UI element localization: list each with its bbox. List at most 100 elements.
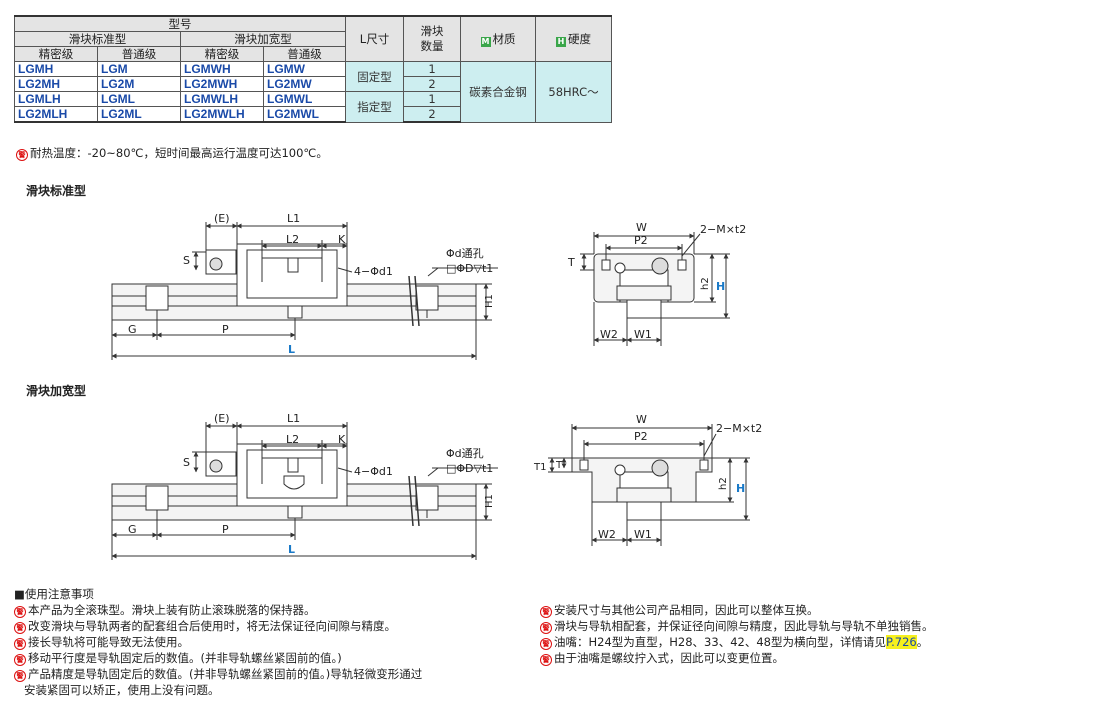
dim-h2: h2 (718, 477, 729, 490)
table-row: LG2MLH LG2ML LG2MWLH LG2MWL 2 (14, 106, 612, 123)
usage-note: 警滑块与导轨相配套，并保证径向间隙与精度，因此导轨与导轨不单独销售。 (540, 618, 934, 634)
dim-K: K (338, 233, 346, 246)
wide-side-labels: (E) L1 L2 K S 4−Φd1 Φd通孔 □ΦD▽t1 H1 G P L (128, 412, 495, 556)
dim-T: T (567, 256, 575, 269)
header-qty-text: 滑块 数量 (420, 24, 444, 53)
dim-h2: h2 (700, 277, 711, 290)
dim-L: L (288, 343, 295, 356)
model-code: LGMWLH (180, 91, 264, 107)
header-precision: 精密级 (180, 46, 264, 62)
caution-icon: 警 (14, 670, 26, 682)
model-code: LG2M (97, 76, 181, 92)
usage-title: ■使用注意事项 (14, 587, 94, 601)
model-code: LGMLH (14, 91, 98, 107)
dim-phi-d1: 4−Φd1 (354, 465, 393, 478)
period-text: 。 (916, 635, 929, 649)
model-code: LG2MWH (180, 76, 264, 92)
hardness-badge-icon: H (556, 36, 566, 47)
model-code: LG2MWL (263, 106, 346, 123)
header-qty: 滑块 数量 (403, 15, 461, 62)
dim-W: W (636, 221, 647, 234)
header-wide: 滑块加宽型 (180, 31, 346, 47)
dim-M-t2: 2−M×t2 (716, 422, 762, 435)
usage-note-text: 由于油嘴是螺纹拧入式，因此可以变更位置。 (554, 651, 784, 665)
header-hardness-text: 硬度 (568, 31, 591, 46)
dim-P: P (222, 323, 229, 336)
caution-icon: 警 (14, 638, 26, 650)
dim-E: (E) (214, 412, 230, 425)
heat-note: 警耐热温度：-20~80℃，短时间最高运行温度可达100℃。 (16, 145, 328, 161)
dim-W: W (636, 413, 647, 426)
usage-note-text: 接长导轨将可能导致无法使用。 (28, 635, 189, 649)
page-ref-link[interactable]: P.726 (885, 635, 917, 649)
standard-side-view (111, 222, 498, 360)
dim-E: (E) (214, 212, 230, 225)
dim-L2: L2 (286, 233, 299, 246)
usage-note-text: 移动平行度是导轨固定后的数值。(并非导轨螺丝紧固前的值。) (28, 651, 342, 665)
usage-note: 警油嘴：H24型为直型，H28、33、42、48型为横向型，详情请见P.726。 (540, 634, 934, 650)
dim-S: S (183, 254, 190, 267)
dim-W2: W2 (600, 328, 618, 341)
caution-icon: 警 (540, 638, 552, 650)
qty-cell: 2 (403, 76, 461, 92)
dim-W1: W1 (634, 328, 652, 341)
caution-icon: 警 (16, 149, 28, 161)
usage-note-text: 本产品为全滚珠型。滑块上装有防止滚珠脱落的保持器。 (28, 603, 316, 617)
usage-note-text: 改变滑块与导轨两者的配套组合后使用时，将无法保证径向间隙与精度。 (28, 619, 396, 633)
dim-P: P (222, 523, 229, 536)
header-normal: 普通级 (263, 46, 346, 62)
section-title-standard: 滑块标准型 (26, 184, 87, 198)
caution-icon: 警 (540, 606, 552, 618)
usage-note-text: 安装尺寸与其他公司产品相同，因此可以整体互换。 (554, 603, 819, 617)
dim-M-t2: 2−M×t2 (700, 223, 746, 236)
dim-P2: P2 (634, 430, 648, 443)
dim-G: G (128, 323, 137, 336)
standard-side-labels: (E) L1 L2 K S 4−Φd1 Φd通孔 □ΦD▽t1 H1 G P L (128, 212, 495, 356)
l-specified-cell: 指定型 (345, 91, 404, 123)
dim-S: S (183, 456, 190, 469)
wide-front-labels: W P2 2−M×t2 T1 T h2 H W2 W1 (533, 413, 762, 541)
model-code: LG2MW (263, 76, 346, 92)
dim-H: H (716, 280, 725, 293)
model-code: LG2MWLH (180, 106, 264, 123)
usage-note-text: 产品精度是导轨固定后的数值。(并非导轨螺丝紧固前的值。)导轨轻微变形通过 (28, 667, 423, 681)
table-row: LG2MH LG2M LG2MWH LG2MW 2 (14, 76, 612, 92)
caution-icon: 警 (14, 622, 26, 634)
dim-L: L (288, 543, 295, 556)
dim-G: G (128, 523, 137, 536)
dim-H1: H1 (484, 294, 495, 308)
caution-icon: 警 (14, 654, 26, 666)
model-code: LGML (97, 91, 181, 107)
usage-note: 警改变滑块与导轨两者的配套组合后使用时，将无法保证径向间隙与精度。 (14, 618, 422, 634)
l-fixed-cell: 固定型 (345, 61, 404, 92)
heat-note-text: 耐热温度：-20~80℃，短时间最高运行温度可达100℃。 (30, 146, 328, 160)
hardness-cell: 58HRC～ (535, 61, 612, 123)
dim-phi-D: □ΦD▽t1 (446, 462, 493, 475)
header-normal: 普通级 (97, 46, 181, 62)
dim-W2: W2 (598, 528, 616, 541)
model-code: LGMWL (263, 91, 346, 107)
usage-note: 警产品精度是导轨固定后的数值。(并非导轨螺丝紧固前的值。)导轨轻微变形通过 (14, 666, 422, 682)
caution-icon: 警 (14, 606, 26, 618)
usage-note-text: 油嘴：H24型为直型，H28、33、42、48型为横向型，详情请见 (554, 635, 886, 649)
usage-notes-right: 警安装尺寸与其他公司产品相同，因此可以整体互换。 警滑块与导轨相配套，并保证径向… (540, 602, 934, 666)
caution-icon: 警 (540, 654, 552, 666)
dim-L1: L1 (287, 412, 300, 425)
qty-cell: 1 (403, 91, 461, 107)
dim-L1: L1 (287, 212, 300, 225)
dim-W1: W1 (634, 528, 652, 541)
dim-H1: H1 (484, 494, 495, 508)
wide-front-view (548, 424, 750, 546)
usage-note-cont: 安装紧固可以矫正，使用上没有问题。 (24, 683, 220, 697)
header-model: 型号 (14, 15, 346, 32)
standard-front-view (580, 232, 730, 346)
wide-side-view (111, 422, 498, 560)
standard-front-labels: W P2 2−M×t2 T h2 H W2 W1 (567, 221, 746, 341)
dim-P2: P2 (634, 234, 648, 247)
qty-cell: 2 (403, 106, 461, 123)
usage-note: 警安装尺寸与其他公司产品相同，因此可以整体互换。 (540, 602, 934, 618)
